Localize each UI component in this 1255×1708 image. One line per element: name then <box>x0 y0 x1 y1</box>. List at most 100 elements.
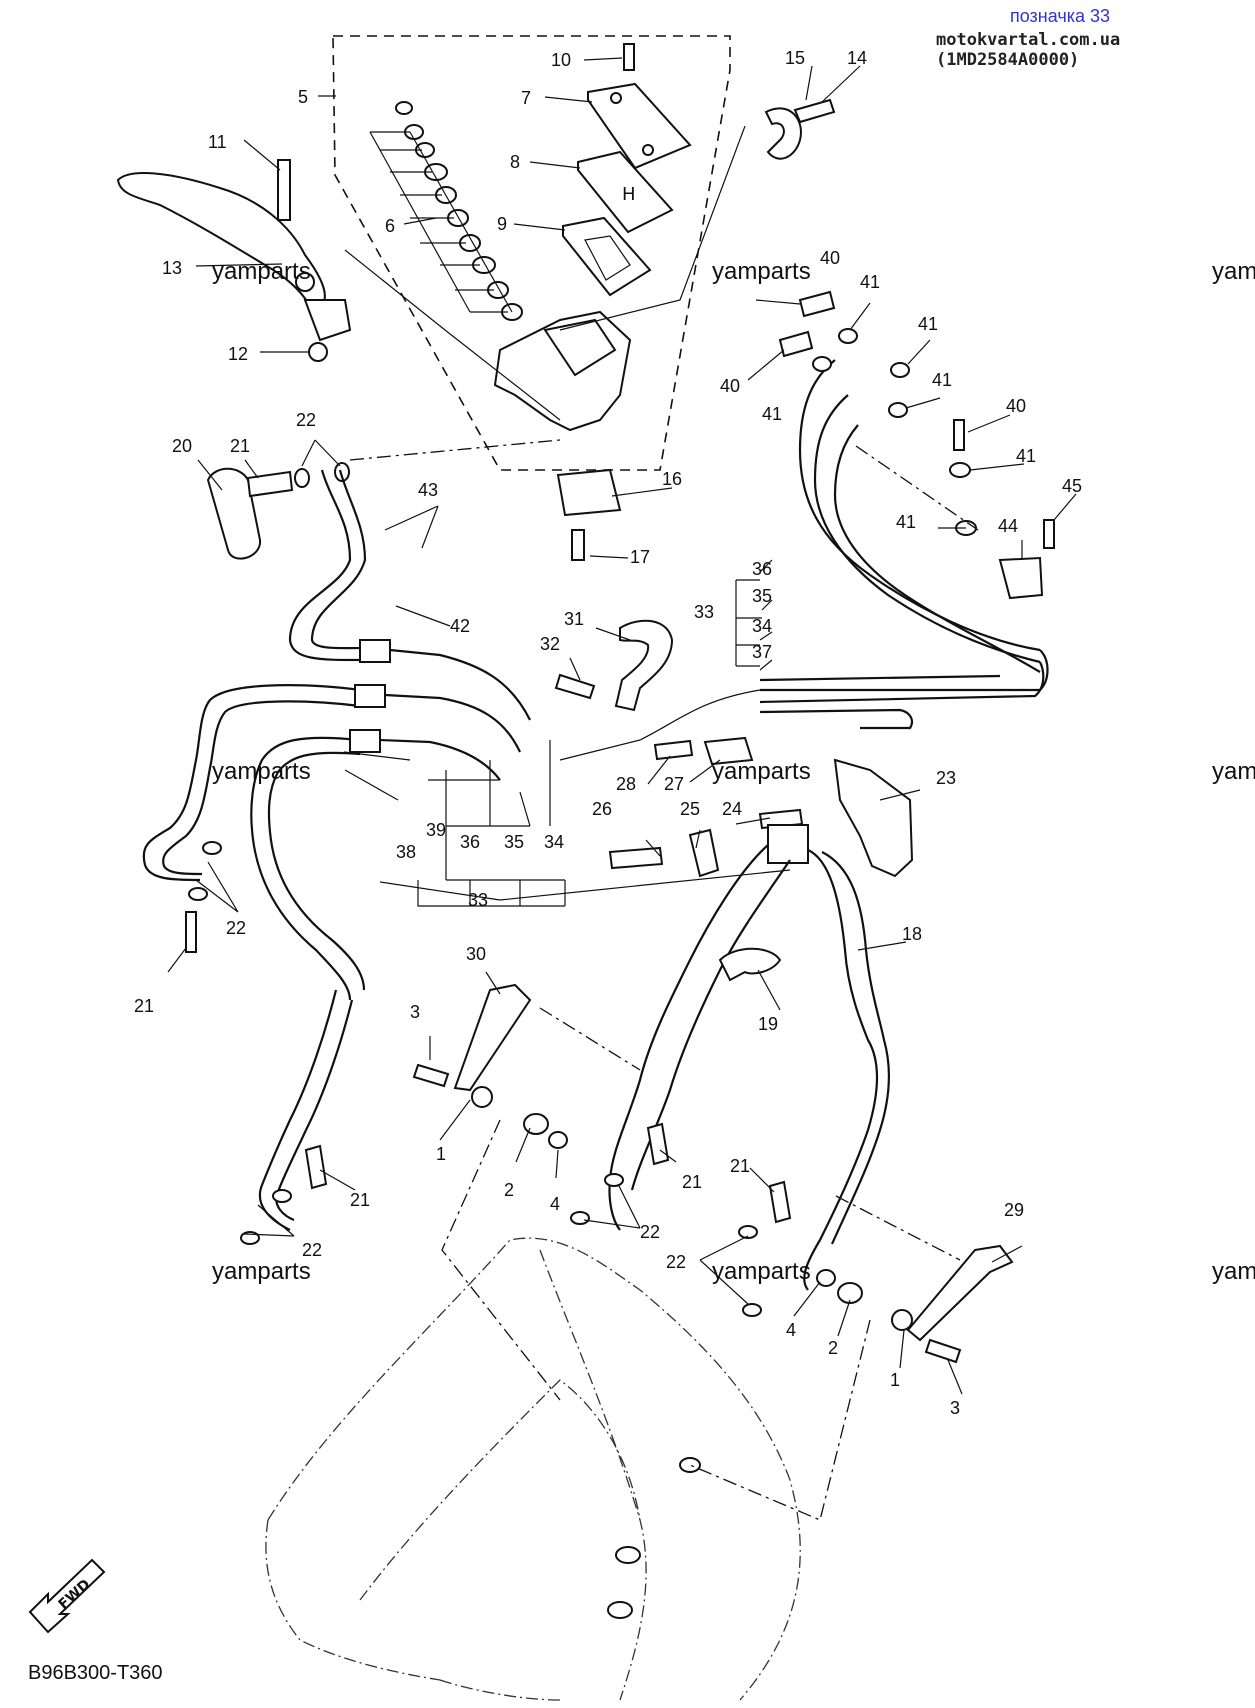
callout-21d: 21 <box>350 1190 370 1210</box>
callout-22e: 22 <box>666 1252 686 1272</box>
callout-35b: 35 <box>504 832 524 852</box>
callout-42: 42 <box>450 616 470 636</box>
piston-kit-bracket-outline <box>369 131 513 313</box>
lever-pivot <box>295 272 315 292</box>
reservoir-well <box>543 318 617 377</box>
brake-pipe <box>384 693 521 753</box>
watermark: yamparts <box>1212 258 1255 285</box>
watermark: yamparts <box>212 258 311 285</box>
callout-7: 7 <box>521 88 531 108</box>
header-link[interactable]: позначка 33 <box>1010 6 1111 26</box>
callout-36b: 36 <box>460 832 480 852</box>
brake-hose-middle <box>250 736 361 1001</box>
callout-31: 31 <box>564 609 584 629</box>
brake-pipe-bundle <box>759 661 1045 704</box>
callout-4b: 4 <box>786 1320 796 1340</box>
brake-hose-upper <box>288 469 361 662</box>
callout-3a: 3 <box>410 1002 420 1022</box>
leader-lines <box>167 57 1077 1395</box>
copper-washer <box>570 1211 590 1225</box>
reservoir-diaphragm <box>562 216 652 297</box>
callout-28: 28 <box>616 774 636 794</box>
diaphragm-bellows-outline <box>584 235 631 281</box>
callout-23: 23 <box>936 768 956 788</box>
plate-marking-glyph: H <box>622 184 636 205</box>
callout-14: 14 <box>847 48 867 68</box>
lever-pivot-bolt <box>277 159 291 221</box>
callout-40a: 40 <box>820 248 840 268</box>
union-bolt-cover <box>206 467 262 560</box>
callout-32: 32 <box>540 634 560 654</box>
grommet <box>837 1282 863 1304</box>
bracket-bolt <box>1043 519 1055 549</box>
bracket-bolt <box>653 739 694 761</box>
brake-pipe <box>389 648 531 721</box>
lever-adjuster <box>303 299 352 342</box>
callout-37: 37 <box>752 642 772 662</box>
brake-pipe-bundle <box>813 394 1041 664</box>
copper-washer <box>202 841 222 855</box>
forward-direction-arrow: FWD <box>28 1558 106 1634</box>
callout-24: 24 <box>722 799 742 819</box>
callout-22d: 22 <box>640 1222 660 1242</box>
hose-joint <box>767 824 809 864</box>
assembly-reference-line <box>855 445 979 531</box>
callout-38: 38 <box>396 842 416 862</box>
lever-pivot-nut <box>308 342 328 362</box>
front-fender-inner <box>359 1379 641 1601</box>
brake-hose-lower-left <box>258 989 338 1231</box>
callout-12: 12 <box>228 344 248 364</box>
callout-25: 25 <box>680 799 700 819</box>
watermark: yamparts <box>712 758 811 785</box>
copper-washer <box>812 356 832 372</box>
copper-washer <box>838 328 858 344</box>
cap-screw <box>623 43 635 71</box>
brake-pipe <box>379 738 501 781</box>
brake-pipe-bundle <box>760 649 1049 692</box>
callout-35a: 35 <box>752 586 772 606</box>
brake-hose-lower-left <box>275 999 354 1222</box>
callout-1b: 1 <box>890 1370 900 1390</box>
callout-18: 18 <box>902 924 922 944</box>
switch-screw <box>571 529 585 561</box>
callout-41f: 41 <box>896 512 916 532</box>
callout-20: 20 <box>172 436 192 456</box>
callout-8: 8 <box>510 152 520 172</box>
callout-11: 11 <box>208 132 227 152</box>
brake-pipe-bundle <box>759 708 914 730</box>
copper-washer <box>294 468 310 488</box>
callout-27: 27 <box>664 774 684 794</box>
master-cylinder-holder <box>764 107 802 160</box>
union-bolt <box>798 290 836 318</box>
callout-21e: 21 <box>730 1156 750 1176</box>
brake-hose-left <box>162 700 361 876</box>
holder-bolt <box>793 98 836 124</box>
callout-22a: 22 <box>296 410 316 430</box>
union-bolt <box>304 1144 328 1190</box>
callout-44: 44 <box>998 516 1018 536</box>
callout-2a: 2 <box>504 1180 514 1200</box>
callout-34a: 34 <box>752 616 772 636</box>
brake-pipe-bundle <box>798 359 1041 652</box>
piston-kit-bracket-lines <box>370 131 508 313</box>
brake-hose-joint-bracket <box>833 758 914 878</box>
master-cylinder-kit-boundary <box>332 35 731 471</box>
hose-joint <box>359 639 391 663</box>
fender-mount-hole <box>607 1601 633 1619</box>
callout-19: 19 <box>758 1014 778 1034</box>
union-bolt <box>768 1180 792 1224</box>
brake-lever <box>116 172 326 312</box>
grommet <box>523 1113 549 1135</box>
watermark: yamparts <box>1212 758 1255 785</box>
collar <box>891 1309 913 1331</box>
callout-41d: 41 <box>932 370 952 390</box>
hose-joint <box>354 684 386 708</box>
header-site-reference: motokvartal.com.ua (1MD2584A0000) <box>936 30 1121 70</box>
hose-joint-bracket <box>703 736 754 766</box>
clamp-bolt <box>554 673 596 700</box>
callout-21b: 21 <box>134 996 154 1016</box>
hose-holder-right <box>906 1244 1014 1342</box>
callout-labels: 10 7 8 9 5 6 11 13 12 15 14 16 17 20 21 … <box>134 48 1082 1418</box>
front-brake-switch <box>556 468 622 517</box>
